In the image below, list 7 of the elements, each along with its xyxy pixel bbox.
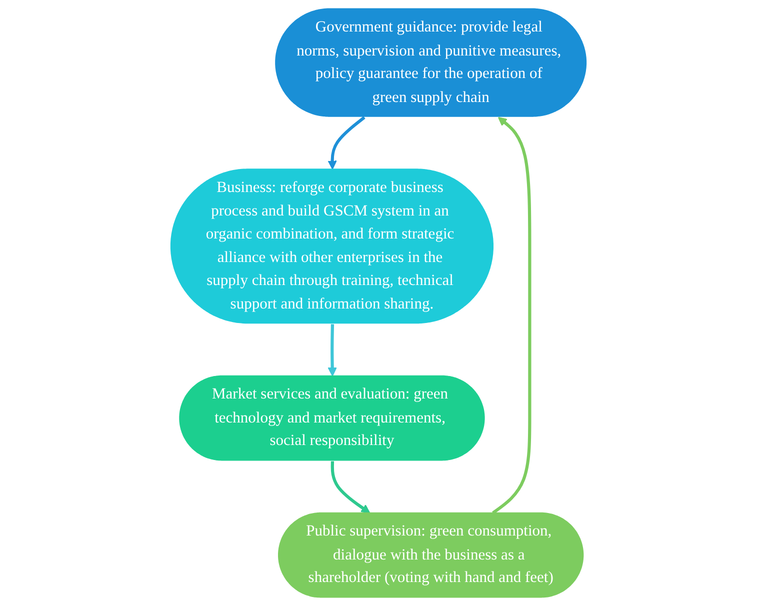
- node-box: Market services and evaluation: green technology and market requirements, social responsibility: [179, 375, 485, 461]
- arrow: [330, 461, 370, 514]
- arrow: [328, 324, 337, 376]
- node-box: Government guidance: provide legal norms, supervision and punitive measures, policy guarantee for the operation of green supply chain: [275, 8, 587, 117]
- node-box: Public supervision: green consumption, dialogue with the business as a shareholder (voting with hand and feet): [278, 512, 584, 598]
- arrow: [328, 116, 366, 170]
- arrow: [492, 116, 532, 514]
